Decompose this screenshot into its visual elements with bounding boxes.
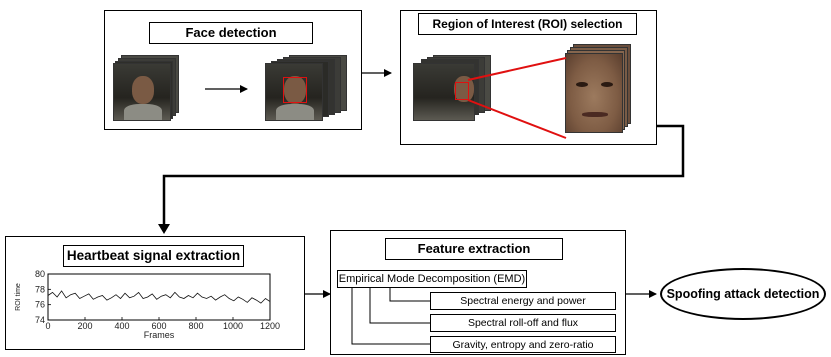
roi-frame-stack xyxy=(413,55,493,121)
x-tick-label-6: 1200 xyxy=(260,321,280,331)
y-tick-label-1: 76 xyxy=(35,300,45,310)
feature-title: Feature extraction xyxy=(385,238,563,260)
arrowhead-heartbeat xyxy=(158,224,170,234)
video-frame-stack xyxy=(113,55,181,121)
roi-zoom-line-bottom xyxy=(467,99,567,139)
x-axis-label: Frames xyxy=(144,330,175,340)
y-tick-label-2: 78 xyxy=(35,284,45,294)
roi-selection-title: Region of Interest (ROI) selection xyxy=(418,13,637,35)
y-tick-label-0: 74 xyxy=(35,315,45,325)
feature-item-energy: Spectral energy and power xyxy=(430,292,616,310)
face-detection-title: Face detection xyxy=(149,22,313,44)
feature-item-gravity: Gravity, entropy and zero-ratio xyxy=(430,336,616,353)
roi-zoom-line-top xyxy=(467,57,567,81)
spoofing-detection-label: Spoofing attack detection xyxy=(666,287,820,301)
heartbeat-signal-line xyxy=(47,290,271,304)
spoofing-detection-node: Spoofing attack detection xyxy=(660,268,826,320)
tree-line-gravity xyxy=(351,288,430,345)
x-tick-label-4: 800 xyxy=(188,321,203,331)
cropped-face-image xyxy=(565,53,623,133)
feature-item-rolloff: Spectral roll-off and flux xyxy=(430,314,616,332)
arrow-roi-to-heartbeat xyxy=(162,124,685,226)
detected-frame-stack xyxy=(265,55,349,121)
cropped-face-stack xyxy=(565,44,635,136)
x-tick-label-3: 600 xyxy=(151,321,166,331)
x-tick-label-0: 0 xyxy=(45,321,50,331)
face-image xyxy=(132,76,154,104)
tree-line-energy xyxy=(389,288,430,302)
y-axis-label: ROI time xyxy=(15,283,22,311)
y-tick-label-3: 80 xyxy=(35,269,45,279)
x-tick-label-5: 1000 xyxy=(223,321,243,331)
x-tick-label-1: 200 xyxy=(77,321,92,331)
face-detection-box xyxy=(283,77,307,103)
tree-line-rolloff xyxy=(369,288,430,324)
roi-box xyxy=(455,82,469,100)
x-tick-label-2: 400 xyxy=(114,321,129,331)
emd-box: Empirical Mode Decomposition (EMD) xyxy=(337,270,527,288)
heartbeat-title: Heartbeat signal extraction xyxy=(63,245,244,267)
